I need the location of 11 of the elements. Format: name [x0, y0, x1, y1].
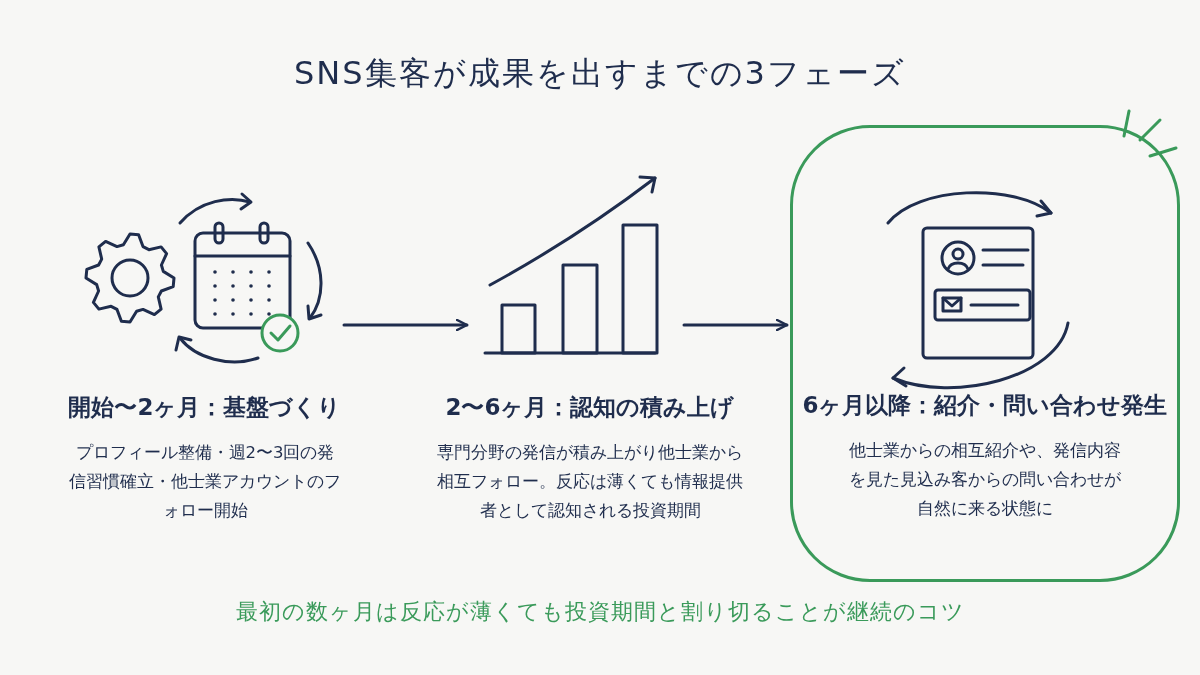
phase-heading: 2〜6ヶ月：認知の積み上げ — [445, 393, 735, 422]
phase-heading: 開始〜2ヶ月：基盤づくり — [68, 393, 342, 422]
arrow — [682, 318, 789, 332]
phase-description: 他士業からの相互紹介や、発信内容を見た見込み客からの問い合わせが自然に来る状態に — [848, 440, 1122, 520]
caption: 最初の数ヶ月は反応が薄くても投資期間と割り切ることが継続のコツ — [235, 598, 965, 626]
arrow — [342, 318, 469, 332]
phase-description: 専門分野の発信が積み上がり他士業から相互フォロー。反応は薄くても情報提供者として認知される投資期間 — [436, 442, 744, 522]
rounded-box — [790, 125, 1180, 582]
phase-description: プロフィール整備・週2〜3回の発信習慣確立・他士業アカウントのフォロー開始 — [68, 442, 342, 522]
title: SNS集客が成果を出すまでの3フェーズ — [294, 53, 906, 94]
phase-heading: 6ヶ月以降：紹介・問い合わせ発生 — [802, 391, 1168, 420]
